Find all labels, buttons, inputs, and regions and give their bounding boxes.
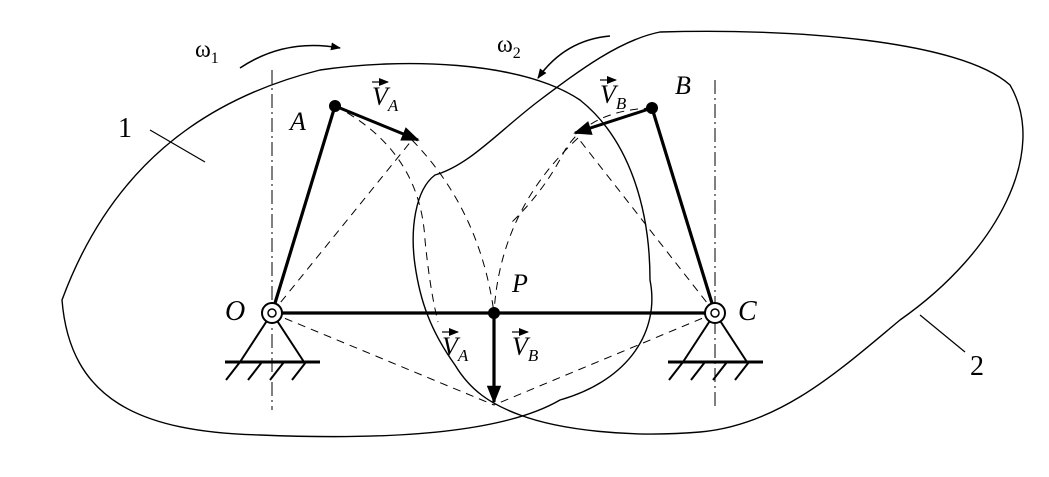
velocity-a-bottom-label: VA (442, 332, 469, 365)
point-b-dot (646, 102, 658, 114)
point-a-dot (329, 100, 341, 112)
hinge-c (704, 302, 726, 324)
point-b-label: B (675, 71, 691, 100)
hinge-o-inner (267, 308, 277, 318)
crank-cb (650, 107, 717, 314)
hinge-c-inner (710, 308, 720, 318)
body-1-outline (61, 62, 653, 438)
construction-lines (271, 105, 716, 406)
crank-oa (270, 105, 337, 314)
velocity-vector-a (334, 104, 420, 142)
omega-1-arrow (239, 42, 341, 69)
omega-2-arrow (537, 35, 611, 79)
point-p-label: P (511, 269, 528, 298)
point-c-label: C (738, 296, 757, 327)
omega-1-label: ω1 (195, 37, 219, 67)
point-p-dot (488, 307, 500, 319)
support-o (225, 312, 320, 381)
velocity-vector-b (573, 106, 653, 135)
point-o-label: O (225, 296, 245, 327)
velocity-b-top-label: VB (600, 80, 627, 113)
omega-2-label: ω2 (497, 32, 521, 62)
point-a-label: A (288, 107, 306, 136)
body-1-label: 1 (118, 113, 132, 144)
body-2-label: 2 (970, 351, 984, 382)
leader-body-1 (149, 129, 206, 163)
body-2-outline (412, 30, 1024, 435)
velocity-b-bottom-label: VB (512, 332, 539, 365)
vector-label-arrows (372, 76, 617, 336)
leader-body-2 (919, 314, 966, 353)
hinge-o (261, 302, 283, 324)
velocity-a-top-label: VA (372, 82, 399, 115)
